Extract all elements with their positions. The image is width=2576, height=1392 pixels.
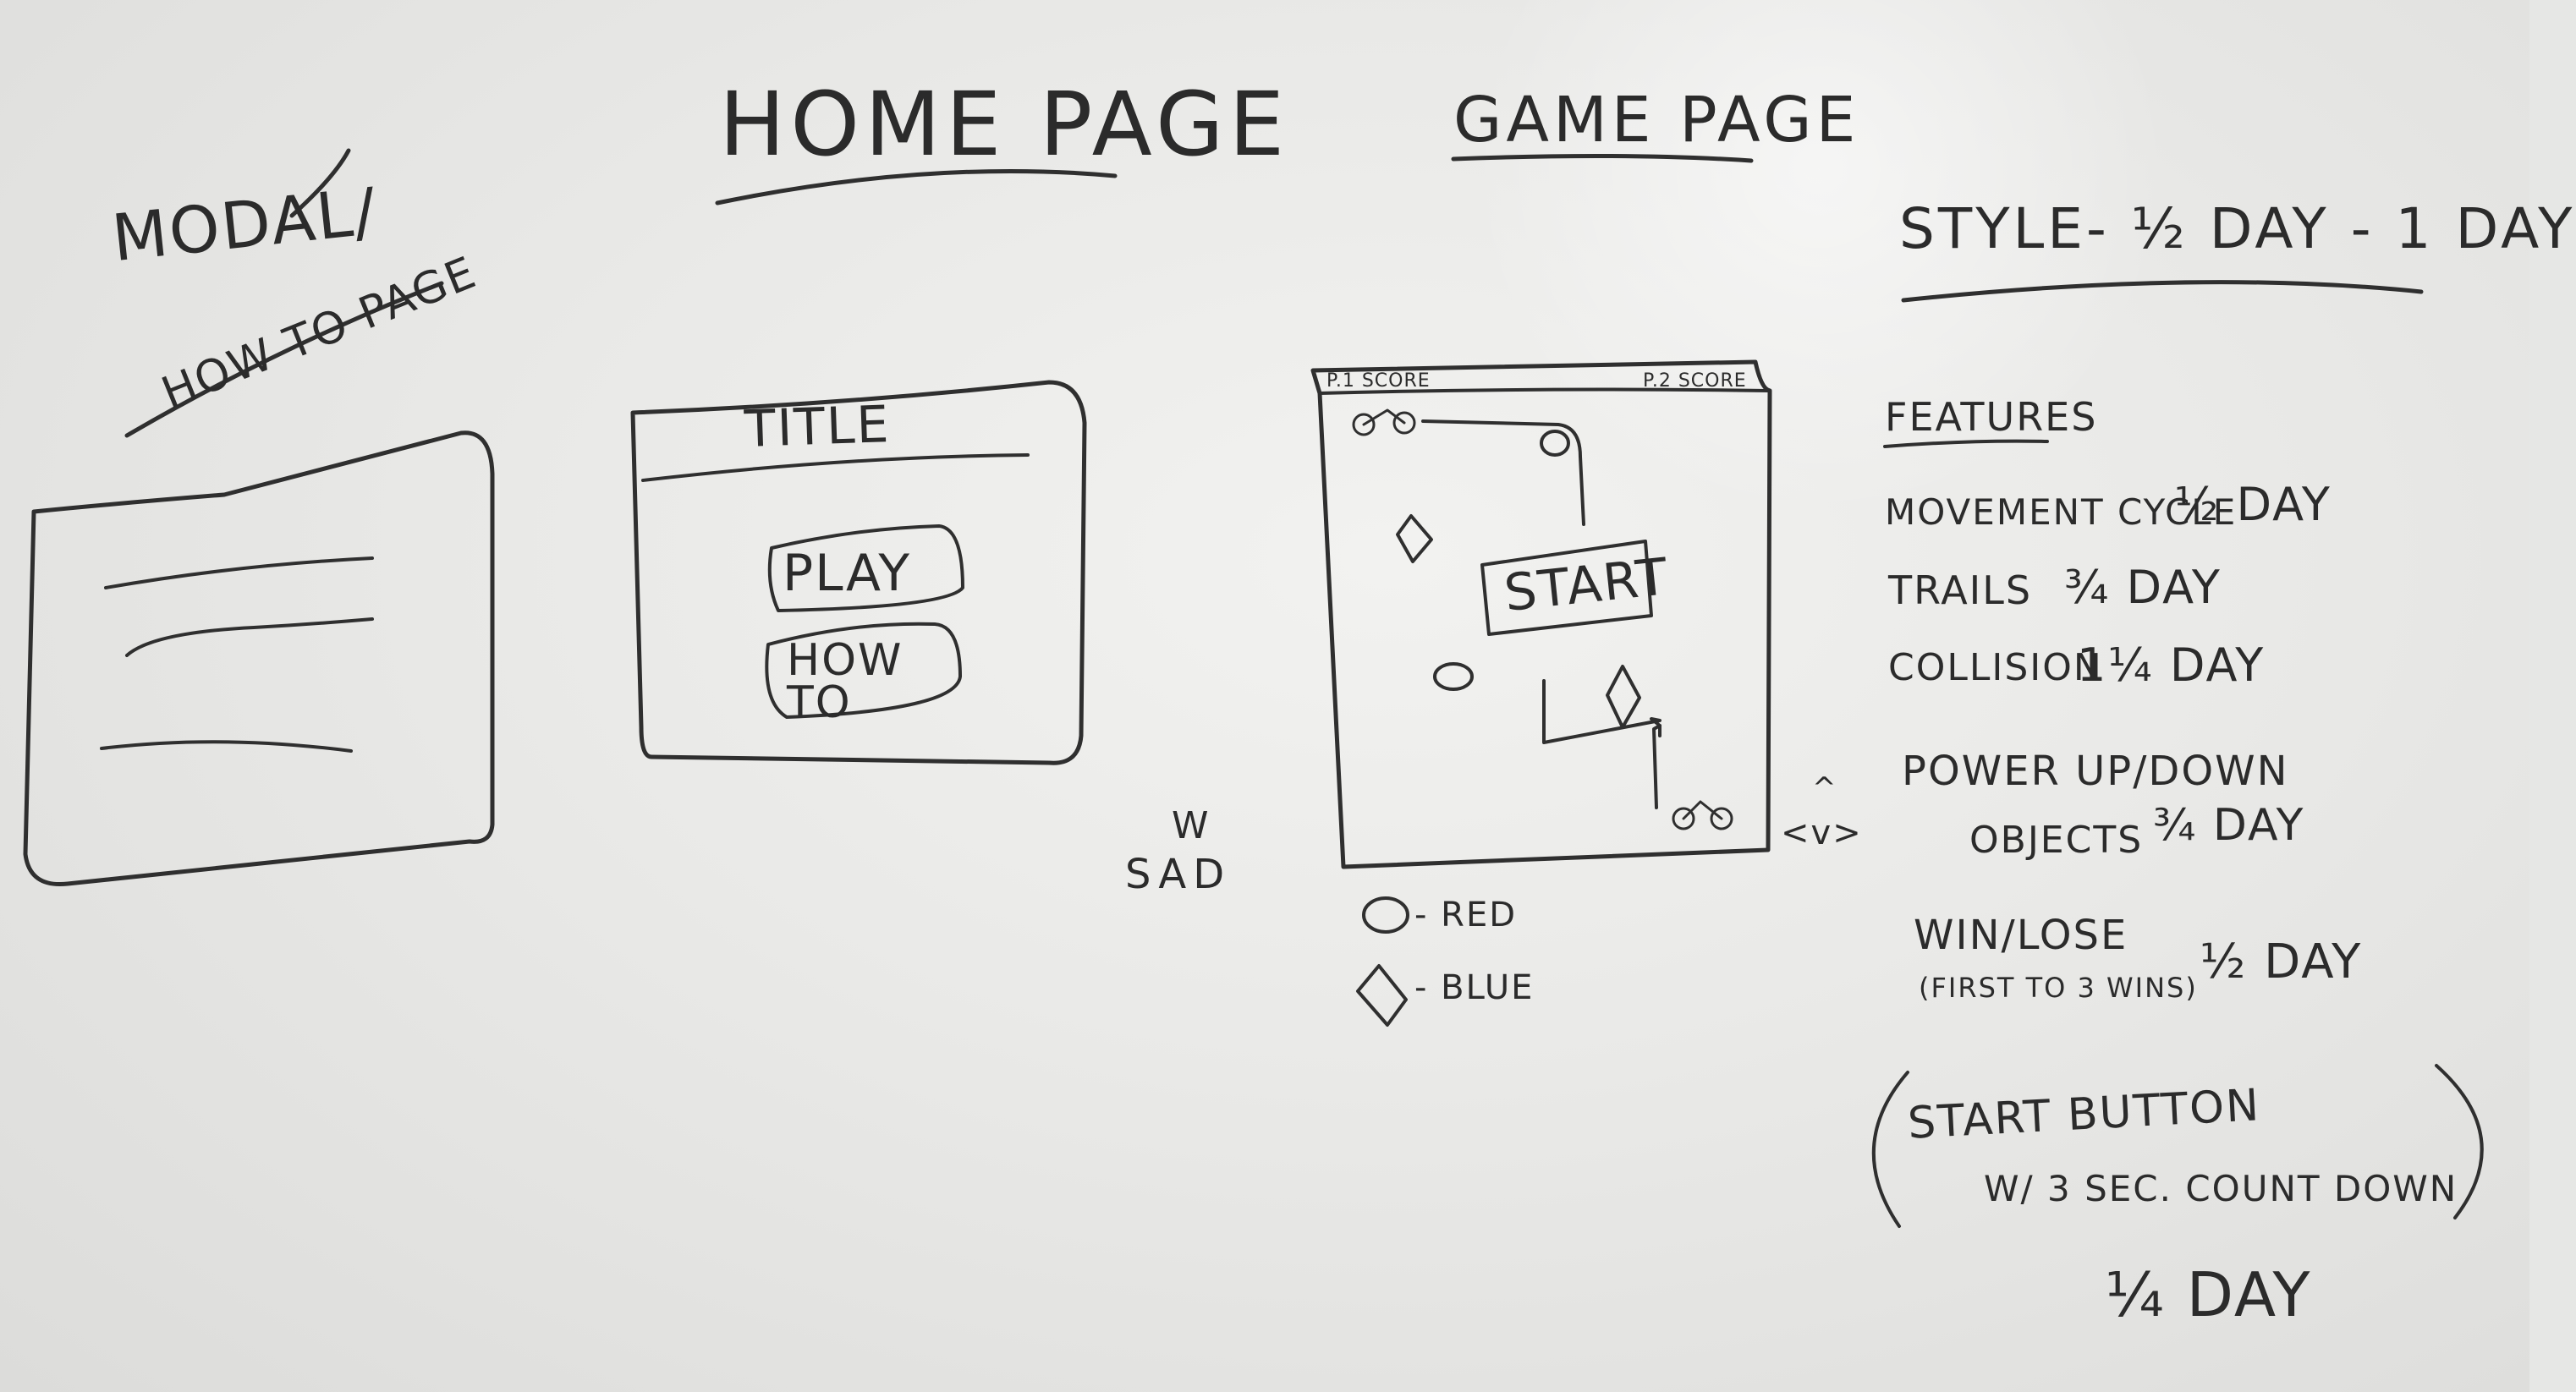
powerup-line-2: OBJECTS — [1969, 819, 2144, 862]
modal-box — [23, 430, 495, 887]
winlose-note: (FIRST TO 3 WINS) — [1919, 972, 2198, 1004]
arrow-keys: <v> — [1781, 814, 1863, 852]
howto-line-1[interactable]: HOW — [787, 635, 904, 686]
game-header-divider — [1318, 387, 1770, 395]
winlose-name: WIN/LOSE — [1914, 912, 2128, 959]
feature-name: MOVEMENT CYCLE — [1885, 491, 2238, 533]
howto-line-2[interactable]: TO — [787, 677, 852, 728]
left-paren — [1871, 1071, 1909, 1228]
start-button-shape — [1480, 540, 1653, 636]
right-paren — [2435, 1064, 2484, 1219]
p2-score: P.2 SCORE — [1643, 370, 1747, 392]
red-oval-2 — [1433, 662, 1474, 691]
features-underline — [1883, 439, 2049, 448]
home-box — [630, 380, 1087, 765]
play-button[interactable]: PLAY — [783, 544, 912, 603]
red-oval-1 — [1540, 430, 1570, 457]
feature-estimate: ¾ DAY — [2064, 561, 2222, 614]
start-countdown-line-2: W/ 3 SEC. COUNT DOWN — [1984, 1168, 2458, 1209]
features-heading: FEATURES — [1885, 394, 2098, 440]
wasd-sad: SAD — [1125, 851, 1232, 898]
winlose-estimate: ½ DAY — [2200, 934, 2363, 989]
blue-diamond-1 — [1396, 514, 1433, 563]
home-heading: HOME PAGE — [719, 73, 1290, 176]
play-button-shape — [767, 524, 964, 612]
player1-cycle — [1352, 408, 1416, 436]
style-estimate: STYLE- ½ DAY - 1 DAY — [1899, 196, 2576, 261]
feature-estimate: 1¼ DAY — [2077, 638, 2266, 692]
player2-cycle — [1672, 800, 1733, 830]
legend-blue-diamond — [1356, 964, 1408, 1027]
legend-red-oval — [1362, 896, 1409, 934]
player1-trail — [1421, 419, 1585, 526]
powerup-line-1: POWER UP/DOWN — [1902, 748, 2289, 795]
modal-underline — [124, 281, 444, 438]
legend-red: - RED — [1414, 896, 1518, 934]
feature-estimate: ½ DAY — [2174, 478, 2332, 531]
style-underline — [1901, 280, 2424, 303]
p1-score: P.1 SCORE — [1326, 370, 1431, 392]
modal-line-3 — [100, 740, 353, 753]
wasd-w: W — [1172, 804, 1211, 847]
home-title-label: TITLE — [743, 395, 892, 459]
howto-button-shape — [765, 622, 962, 719]
powerup-estimate: ¾ DAY — [2153, 800, 2305, 851]
game-underline — [1451, 153, 1754, 163]
game-box — [1310, 359, 1772, 869]
arrow-up-key: ^ — [1812, 771, 1838, 805]
home-title-divider — [641, 453, 1030, 482]
feature-name: TRAILS — [1888, 567, 2033, 613]
start-countdown-estimate: ¼ DAY — [2105, 1259, 2312, 1330]
modal-slash — [289, 148, 351, 218]
blue-diamond-2 — [1606, 665, 1641, 729]
home-underline — [715, 168, 1118, 206]
game-heading: GAME PAGE — [1453, 84, 1860, 156]
legend-blue: - BLUE — [1414, 968, 1535, 1007]
feature-name: COLLISION — [1888, 646, 2103, 689]
modal-line-2 — [125, 617, 374, 657]
player2-trail — [1542, 679, 1661, 809]
modal-line-1 — [104, 556, 374, 589]
